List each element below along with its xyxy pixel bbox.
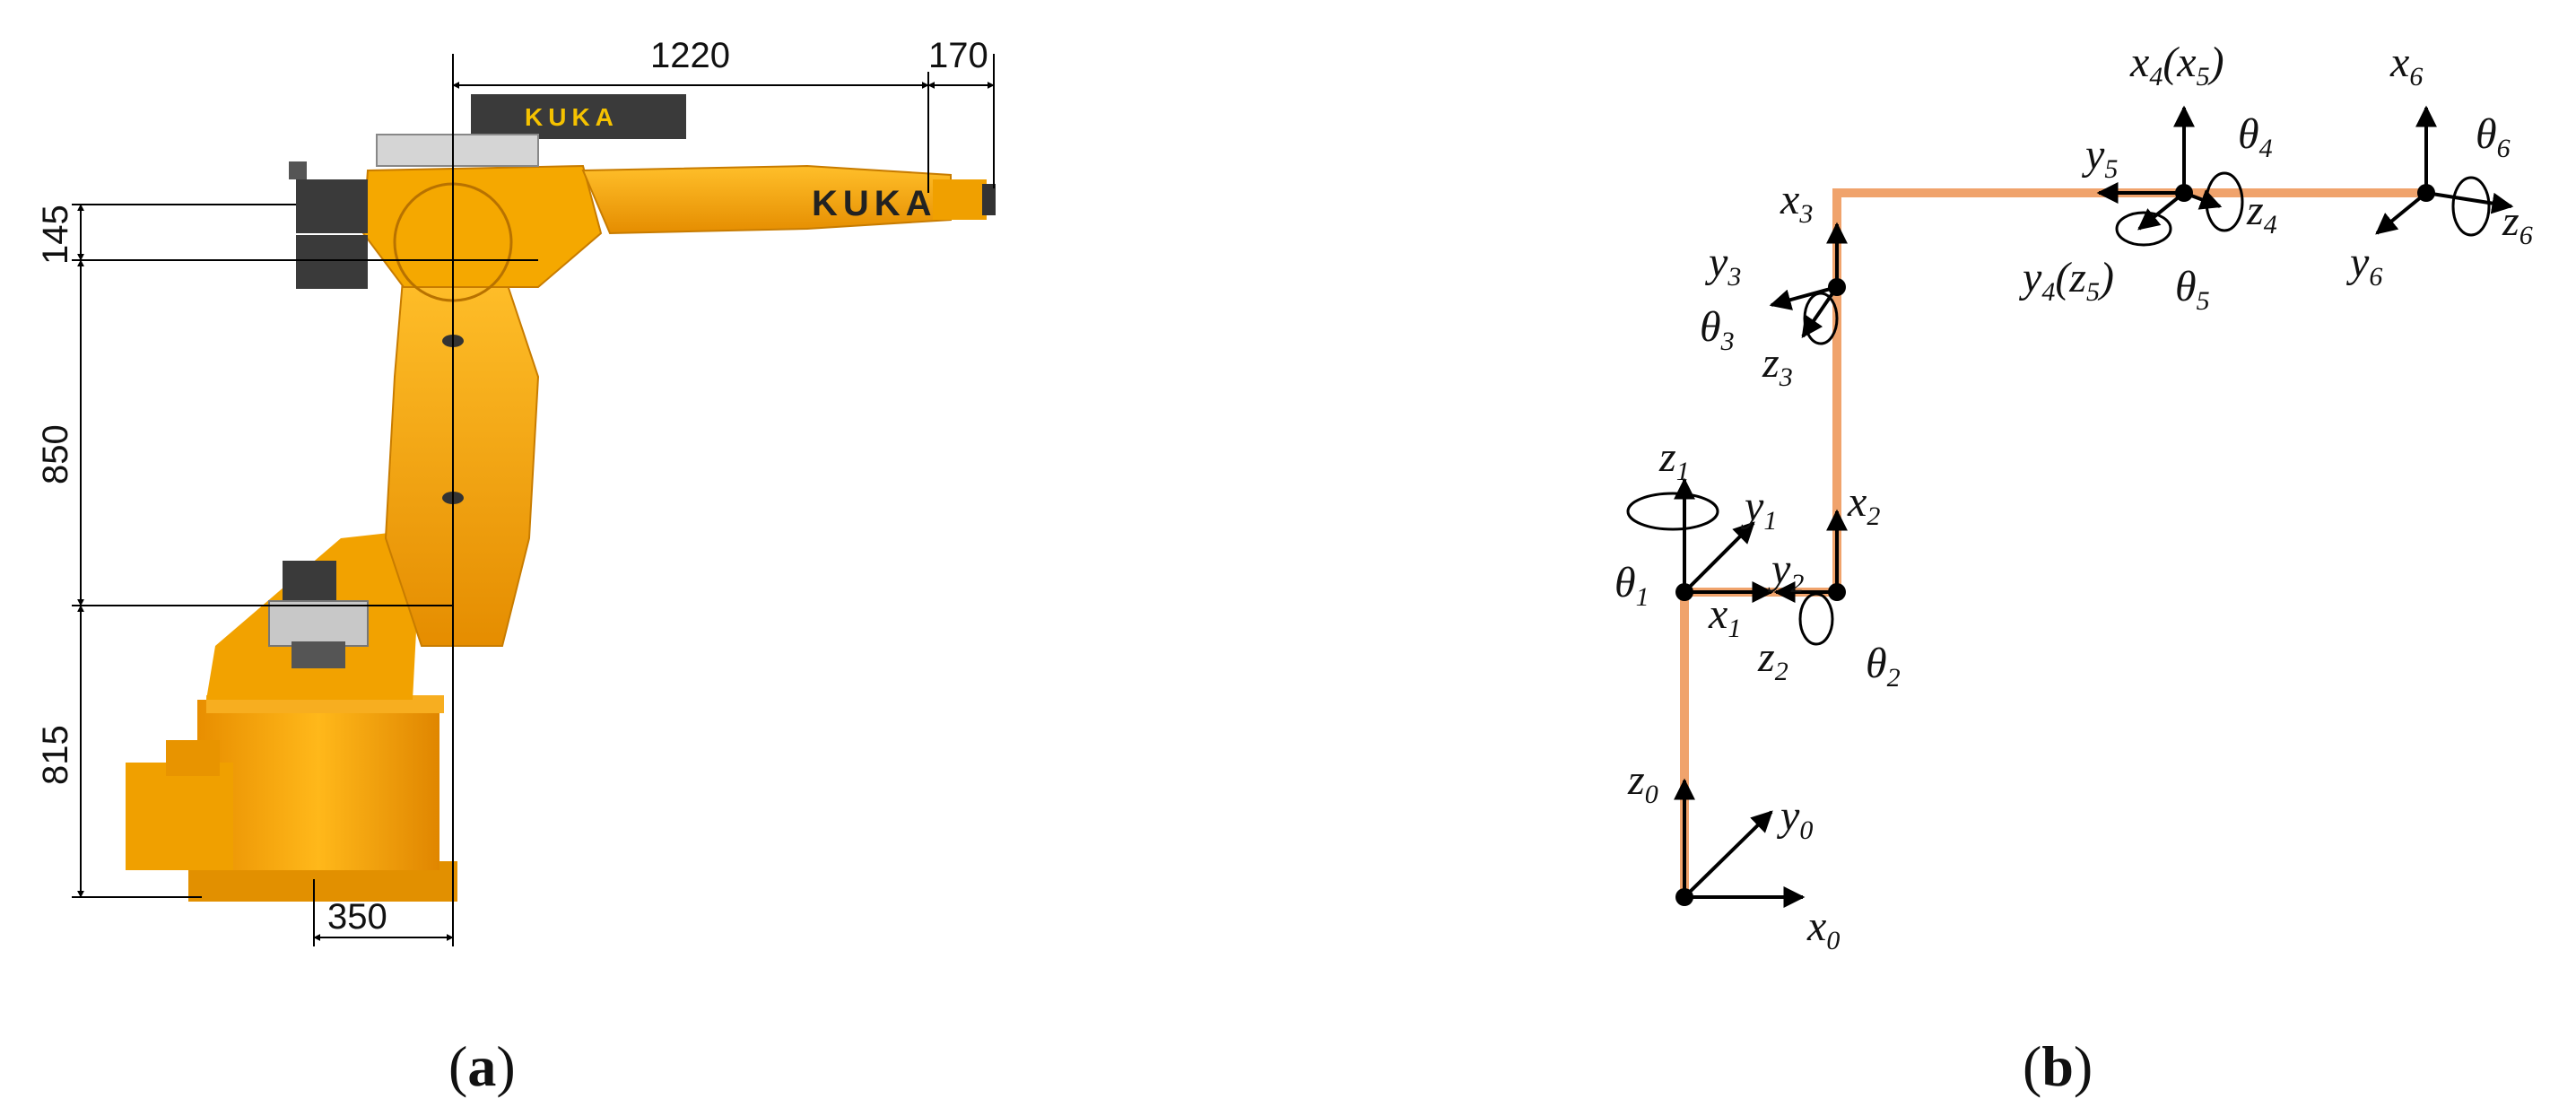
label-z6: z6 (2502, 197, 2533, 250)
label-z3: z3 (1762, 339, 1793, 392)
label-y2: y2 (1767, 545, 1804, 598)
robot-elbow (361, 164, 603, 288)
label-theta1: θ1 (1614, 559, 1649, 612)
caption-b: (b) (2023, 1034, 2093, 1098)
robot-top-motor (471, 94, 686, 139)
label-y6: y6 (2345, 239, 2382, 292)
label-theta2: θ2 (1866, 640, 1901, 693)
robot-turret-motor (283, 561, 336, 606)
dim-reach: 1220 (650, 36, 730, 75)
panel-b: x0 y0 z0 z1 y1 x1 θ1 y2 x2 z2 θ2 x3 y3 z… (1614, 39, 2533, 1098)
brand-label-arm: KUKA (812, 184, 937, 223)
label-z1: z1 (1658, 433, 1690, 486)
label-z0: z0 (1627, 756, 1658, 809)
label-theta3: θ3 (1700, 303, 1735, 356)
label-z2: z2 (1757, 633, 1788, 686)
rotation-theta6 (2451, 176, 2491, 237)
rotation-theta5 (2115, 211, 2172, 247)
robot-illustration: KUKA KUKA (126, 94, 996, 902)
panel-a: KUKA KUKA 1220 170 145 850 815 350 (36, 36, 996, 1098)
caption-a: (a) (448, 1034, 516, 1098)
robot-motor-back-1 (296, 179, 368, 233)
dimension-lines (72, 54, 995, 946)
label-x2: x2 (1847, 478, 1880, 531)
label-x3: x3 (1780, 176, 1813, 229)
label-y5: y5 (2081, 131, 2118, 184)
brand-label-top: KUKA (525, 103, 619, 131)
label-x0: x0 (1806, 902, 1840, 955)
robot-lower-arm (384, 268, 540, 647)
axis-arrows (1674, 105, 2514, 908)
label-y3: y3 (1704, 239, 1741, 292)
dim-offset-a: 145 (36, 205, 75, 265)
dim-base-offset: 350 (327, 897, 387, 937)
dim-base-height: 815 (36, 725, 75, 785)
label-theta6: θ6 (2476, 110, 2511, 163)
label-theta4: θ4 (2238, 110, 2273, 163)
rotation-arrows (1626, 171, 2491, 646)
rotation-theta4 (2205, 171, 2244, 232)
label-z4: z4 (2246, 187, 2277, 240)
label-y0: y0 (1776, 792, 1813, 845)
robot-turret-plate (268, 600, 369, 647)
rotation-theta3 (1803, 292, 1839, 345)
robot-base (197, 700, 439, 870)
label-x4-x5: x4(x5) (2129, 39, 2224, 92)
robot-flange (982, 184, 996, 215)
dim-flange: 170 (928, 36, 988, 75)
robot-motor-back-2 (296, 235, 368, 289)
dim-arm-length: 850 (36, 424, 75, 484)
rotation-theta1 (1626, 492, 1719, 531)
label-theta5: θ5 (2175, 263, 2210, 316)
label-x1: x1 (1708, 590, 1741, 643)
label-y4-z5: y4(z5) (2018, 254, 2114, 307)
label-x6: x6 (2389, 39, 2423, 92)
label-y1: y1 (1740, 483, 1777, 536)
robot-side-box (126, 763, 233, 870)
rotation-theta2 (1798, 592, 1834, 646)
